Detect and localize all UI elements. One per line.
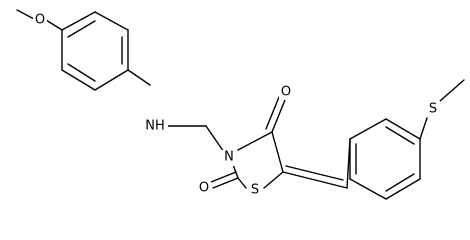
bond-c4-o-2	[265, 96, 280, 130]
carbonyl-oxygen-lower-label: O	[197, 180, 211, 196]
bond-ring2-inner-1	[385, 126, 415, 145]
bonds	[16, 9, 465, 200]
bond-c2-o-2	[210, 171, 237, 183]
amine-nitrogen-label: NH	[140, 118, 168, 134]
thioether-sulfur-label: S	[426, 101, 440, 117]
bond-c4-o-1	[271, 99, 286, 133]
bond-ring2-a	[349, 118, 387, 140]
bond-s-methyl	[439, 79, 465, 102]
bond-o-ring	[45, 19, 63, 31]
structure-canvas: O NH N O O S S	[16, 9, 465, 200]
ring-sulfur-text: S	[251, 183, 259, 198]
methoxy-oxygen-text: O	[35, 13, 45, 28]
atom-labels: O NH N O O S S	[33, 12, 440, 198]
ring-sulfur-label: S	[248, 182, 262, 198]
bond-ring2-d	[385, 178, 421, 200]
bond-ring1-d	[94, 69, 129, 91]
carbonyl-oxygen-lower-text: O	[199, 181, 209, 196]
bond-n-c4	[237, 131, 273, 151]
carbonyl-oxygen-upper-label: O	[279, 84, 293, 100]
bond-ring2-e	[349, 178, 387, 200]
bond-ring2-b	[385, 118, 421, 140]
amine-nitrogen-text: NH	[145, 119, 165, 134]
carbonyl-oxygen-upper-text: O	[281, 85, 291, 100]
bond-c5-ch-2	[285, 165, 344, 181]
bond-c4-c5	[271, 131, 284, 173]
bond-ring1-inner-3	[67, 63, 96, 82]
bond-ring2-inner-2	[385, 173, 415, 192]
bond-ring1-nh	[127, 69, 151, 86]
bond-ring2-s	[419, 117, 428, 140]
bond-methyl-o	[16, 9, 37, 21]
bond-ring1-a	[61, 11, 96, 31]
ring-nitrogen-text: N	[224, 150, 234, 165]
ring-nitrogen-label: N	[220, 150, 236, 166]
molecule-structure: O NH N O O S S	[16, 9, 465, 200]
methoxy-oxygen-label: O	[33, 12, 47, 28]
bond-c5-s	[263, 171, 284, 189]
bond-c2-o-1	[212, 177, 239, 189]
bond-c5-ch-1	[282, 171, 348, 189]
bond-s-c2	[237, 177, 247, 189]
thioether-sulfur-text: S	[429, 102, 437, 117]
bond-ring1-e	[61, 69, 96, 91]
bond-ring1-inner-1	[67, 20, 96, 38]
bond-ring1-b	[94, 11, 129, 31]
